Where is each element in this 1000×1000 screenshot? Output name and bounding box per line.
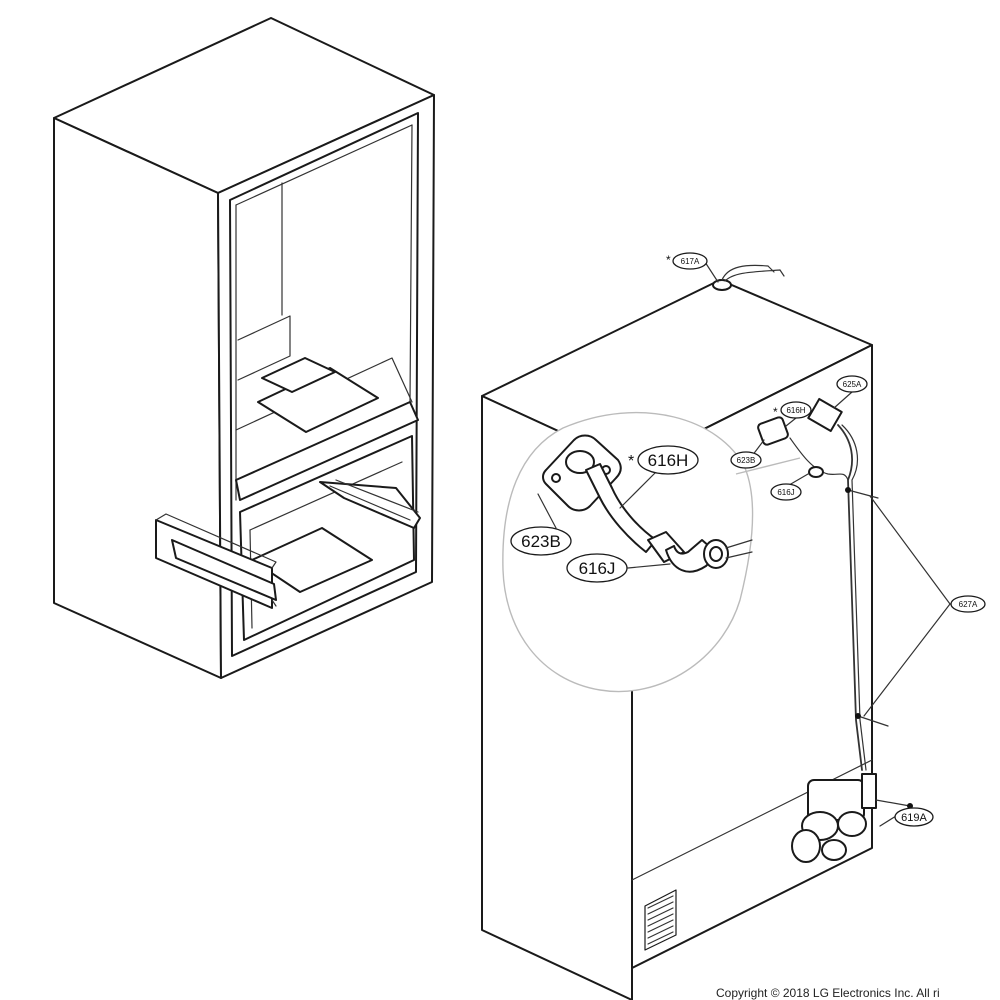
label-619A: 619A [894,807,934,827]
vent-grille [644,889,677,951]
svg-text:623B: 623B [737,456,756,465]
cabinet-front-view [53,17,435,679]
label-616H-small: * 616H [773,401,812,419]
svg-text:623B: 623B [521,532,561,551]
svg-text:*: * [666,253,671,267]
svg-text:616H: 616H [648,451,689,470]
svg-text:616J: 616J [579,559,616,578]
label-623B-small: 623B [730,451,762,469]
svg-text:625A: 625A [843,380,862,389]
svg-text:619A: 619A [901,812,927,824]
part-labels-large: * 616H 623B 616J [510,445,699,583]
cabinet-rear-view: * 617A * 616H 623B 616J 625A [481,252,986,1000]
svg-text:616H: 616H [786,406,805,415]
part-labels-small: * 617A * 616H 623B 616J 625A [666,252,986,827]
detail-callout [502,411,801,693]
svg-text:*: * [628,453,634,470]
svg-text:617A: 617A [681,257,700,266]
label-616J-small: 616J [770,483,802,501]
svg-text:616J: 616J [777,488,794,497]
label-616H-large: * 616H [628,445,699,475]
svg-text:*: * [773,405,778,419]
water-valve-assembly [791,773,913,863]
label-623B-large: 623B [510,526,572,556]
label-617A: * 617A [666,252,708,270]
label-616J-large: 616J [566,553,628,583]
copyright-notice: Copyright © 2018 LG Electronics Inc. All… [716,986,940,1000]
svg-text:627A: 627A [959,600,978,609]
label-625A: 625A [836,375,868,393]
label-627A: 627A [950,595,986,613]
